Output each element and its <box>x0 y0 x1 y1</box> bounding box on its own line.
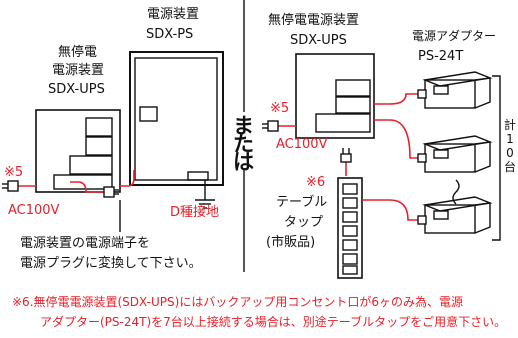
ups-label-right: 無停電電源装置 <box>268 13 360 28</box>
caption-line2: 電源プラグに変換して下さい。 <box>20 256 202 271</box>
strip-label-line1: テーブル <box>276 195 328 210</box>
cord-adapter-2 <box>374 119 418 159</box>
ac-label-right: AC100V <box>276 137 328 152</box>
power-unit-model: SDX-PS <box>146 27 194 42</box>
ups-label-left-line2: 電源装置 <box>52 63 105 78</box>
plug-icon-adapter-3 <box>417 215 427 225</box>
ground-label: D種接地 <box>170 205 220 220</box>
or-char-2: た <box>233 132 254 156</box>
total-char-2: 1 <box>506 132 514 146</box>
strip-label-line2: タップ <box>284 215 324 230</box>
ref-mark-right: ※5 <box>270 101 290 116</box>
plug-icon-right-ac <box>262 120 279 132</box>
cord-adapter-1 <box>374 93 418 105</box>
or-char-3: は <box>233 150 254 174</box>
power-unit-label: 電源装置 <box>147 7 200 22</box>
adapter-model: PS-24T <box>418 49 464 64</box>
adapter-label: 電源アダプター <box>412 29 497 43</box>
footnote-line1: ※6.無停電電源装置(SDX-UPS)にはバックアップ用コンセント口が6ヶのみ為… <box>12 295 463 309</box>
or-char-1: ま <box>233 114 254 138</box>
ac-label-left: AC100V <box>8 203 60 218</box>
ups-model-right: SDX-UPS <box>290 33 347 48</box>
adapter-ellipsis <box>452 179 460 205</box>
plug-icon-strip <box>340 148 352 163</box>
plug-icon-adapter-1 <box>417 89 427 99</box>
power-strip <box>337 177 363 279</box>
count-bracket <box>492 75 501 241</box>
cord-left-out <box>70 181 104 193</box>
adapter-3 <box>422 196 493 234</box>
ups-box-right <box>295 53 375 139</box>
adapter-2 <box>422 135 493 173</box>
total-char-1: 計 <box>503 118 516 132</box>
total-count-label: 計 1 0 台 <box>503 118 517 174</box>
ref-mark-left: ※5 <box>4 165 24 180</box>
total-char-4: 台 <box>503 160 516 174</box>
footnote-line2: アダプター(PS-24T)を7台以上接続する場合は、別途テーブルタップをご用意下… <box>40 315 507 329</box>
cord-left-ups-ps <box>120 170 135 187</box>
strip-ref: ※6 <box>306 175 326 190</box>
plug-icon-left-out <box>103 186 119 198</box>
plug-icon-adapter-2 <box>417 153 427 163</box>
total-char-3: 0 <box>506 146 514 160</box>
adapter-1 <box>422 71 493 109</box>
ups-label-left-line1: 無停電 <box>58 45 98 60</box>
ups-box-left <box>35 109 121 193</box>
plug-icon-left-ac <box>2 180 19 192</box>
outlet-grid-left <box>53 117 113 190</box>
ground-symbol <box>195 180 215 209</box>
power-unit-box <box>129 51 224 186</box>
ups-model-left: SDX-UPS <box>48 82 105 97</box>
caption-line1: 電源装置の電源端子を <box>20 236 151 251</box>
cord-adapter-3 <box>362 199 418 221</box>
strip-label-line3: (市販品) <box>266 235 316 250</box>
